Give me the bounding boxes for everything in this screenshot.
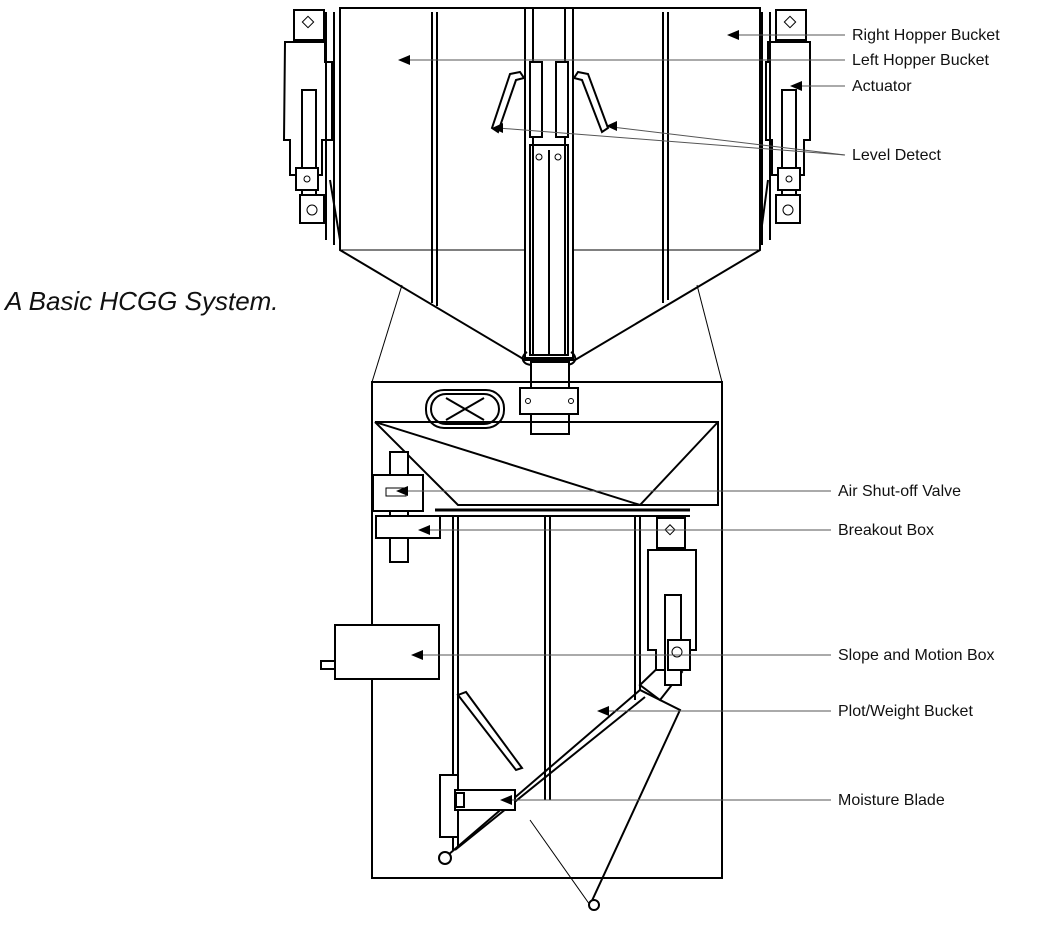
label-left-hopper-bucket: Left Hopper Bucket bbox=[852, 52, 990, 69]
fan-icon bbox=[425, 389, 505, 429]
diagram-caption: A Basic HCGG System. bbox=[3, 286, 279, 316]
label-air-shutoff-valve: Air Shut-off Valve bbox=[838, 483, 961, 500]
left-skirt-line bbox=[371, 284, 403, 383]
label-level-detect: Level Detect bbox=[852, 147, 941, 164]
labels: Right Hopper Bucket Left Hopper Bucket A… bbox=[3, 27, 1000, 809]
label-slope-motion-box: Slope and Motion Box bbox=[838, 647, 995, 664]
hopper-assembly bbox=[282, 7, 811, 435]
right-actuator bbox=[759, 9, 811, 245]
label-moisture-blade: Moisture Blade bbox=[838, 792, 945, 809]
label-actuator: Actuator bbox=[852, 78, 912, 95]
lower-enclosure bbox=[320, 381, 723, 911]
left-actuator bbox=[282, 9, 341, 245]
moisture-blade bbox=[439, 774, 516, 838]
label-plot-weight-bucket: Plot/Weight Bucket bbox=[838, 703, 973, 720]
plot-weight-bucket bbox=[438, 516, 684, 911]
label-right-hopper-bucket: Right Hopper Bucket bbox=[852, 27, 1000, 44]
lower-actuator bbox=[647, 517, 697, 686]
label-breakout-box: Breakout Box bbox=[838, 522, 934, 539]
air-shutoff-valve-unit bbox=[372, 451, 441, 563]
leader-lines bbox=[396, 30, 846, 805]
right-skirt-line bbox=[696, 284, 723, 383]
